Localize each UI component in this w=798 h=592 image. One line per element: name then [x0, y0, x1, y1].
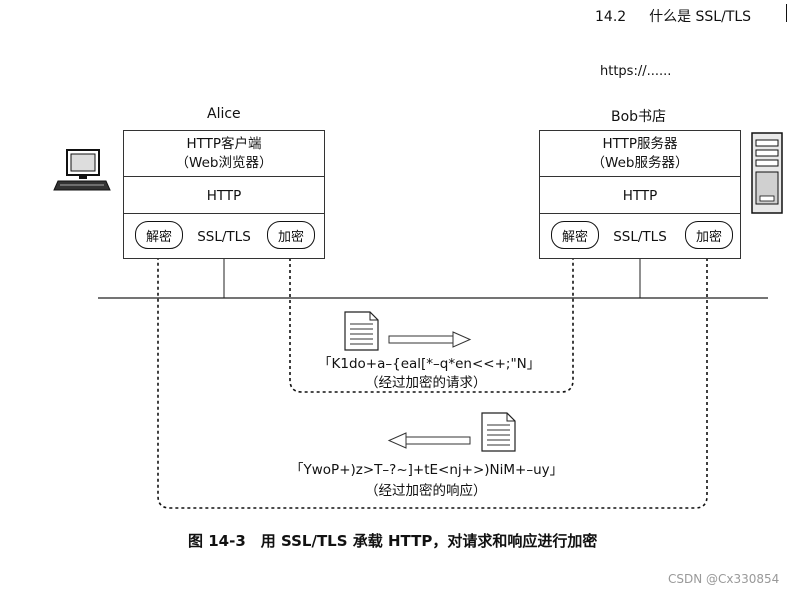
bob-ssl-layer: SSL/TLS	[540, 213, 740, 259]
alice-encrypt-pill: 加密	[267, 221, 315, 249]
section-number: 14.2	[595, 9, 627, 25]
request-document-icon	[344, 311, 379, 351]
request-ciphertext: 「K1do+a–{eal[*–q*en<<+;"N」	[318, 356, 541, 372]
alice-ssl-layer: SSL/TLS	[124, 213, 324, 259]
bob-app-title: HTTP服务器	[602, 135, 678, 152]
bob-http-label: HTTP	[622, 187, 658, 204]
server-tower-icon	[751, 132, 783, 214]
request-arrow	[388, 331, 472, 348]
response-document-icon	[481, 412, 516, 452]
watermark: CSDN @Cx330854	[668, 572, 780, 586]
bob-stack: HTTP服务器 （Web服务器） HTTP SSL/TLS 解密 加密	[539, 130, 741, 259]
header-rule	[786, 4, 787, 22]
response-arrow	[387, 432, 471, 449]
alice-ssl-label: SSL/TLS	[197, 228, 251, 245]
alice-app-title: HTTP客户端	[186, 135, 262, 152]
url-text: https://......	[600, 64, 672, 79]
bob-app-subtitle: （Web服务器）	[591, 154, 689, 171]
bob-app-layer: HTTP服务器 （Web服务器）	[540, 131, 740, 176]
alice-app-subtitle: （Web浏览器）	[175, 154, 273, 171]
figure-caption: 图 14-3 用 SSL/TLS 承载 HTTP，对请求和响应进行加密	[188, 532, 598, 550]
bob-decrypt-pill: 解密	[551, 221, 599, 249]
response-ciphertext: 「YwoP+)z>T–?~]+tE<nj+>)NiM+–uy」	[290, 462, 564, 478]
alice-app-layer: HTTP客户端 （Web浏览器）	[124, 131, 324, 176]
alice-stack: HTTP客户端 （Web浏览器） HTTP SSL/TLS 解密 加密	[123, 130, 325, 259]
response-dashed-path	[157, 246, 708, 509]
request-label: （经过加密的请求）	[365, 375, 487, 391]
alice-http-label: HTTP	[206, 187, 242, 204]
request-dashed-path	[289, 246, 574, 393]
computer-icon	[53, 149, 111, 191]
response-label: （经过加密的响应）	[365, 483, 487, 499]
bob-ssl-label: SSL/TLS	[613, 228, 667, 245]
section-title: 什么是 SSL/TLS	[649, 9, 752, 25]
bob-encrypt-pill: 加密	[685, 221, 733, 249]
alice-name: Alice	[207, 106, 241, 122]
alice-http-layer: HTTP	[124, 176, 324, 214]
page-header: 14.2 什么是 SSL/TLS	[595, 6, 751, 26]
bob-http-layer: HTTP	[540, 176, 740, 214]
alice-decrypt-pill: 解密	[135, 221, 183, 249]
bob-name: Bob书店	[611, 109, 667, 125]
